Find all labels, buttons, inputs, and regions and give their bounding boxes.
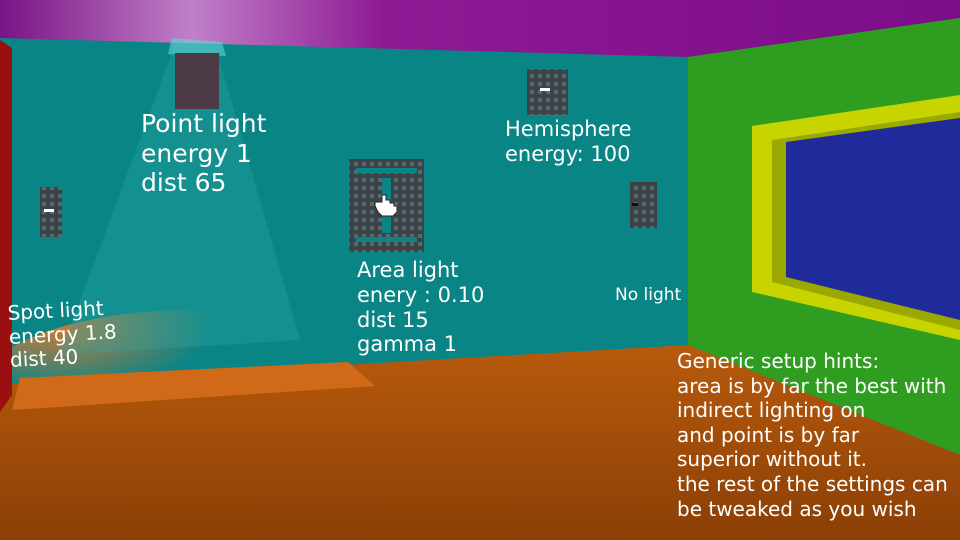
point-light-label: Point light energy 1 dist 65 (141, 109, 266, 198)
point-light-fixture (175, 53, 219, 109)
window-glass (786, 118, 960, 320)
area-light-gamma: gamma 1 (357, 332, 458, 357)
hemisphere-light-title: Hemisphere (505, 117, 632, 141)
no-light-label: No light (615, 285, 681, 305)
hemisphere-light-energy: energy: 100 (505, 141, 631, 166)
hints-line: indirect lighting on (677, 398, 866, 423)
area-light-title: Area light (357, 258, 459, 282)
hints-line: Generic setup hints: (677, 349, 880, 373)
left-wall (0, 40, 12, 412)
point-light-energy: energy 1 (141, 138, 252, 168)
hemisphere-light-label: Hemisphere energy: 100 (505, 117, 632, 167)
setup-hints-text: Generic setup hints: area is by far the … (677, 349, 948, 521)
area-light-label: Area light enery : 0.10 dist 15 gamma 1 (357, 258, 484, 357)
hemisphere-light-fixture (527, 69, 568, 115)
back-wall (0, 38, 688, 385)
no-light-fixture (630, 182, 657, 228)
hints-line: the rest of the settings can (677, 471, 948, 496)
hints-line: area is by far the best with (677, 373, 947, 398)
floor-light-glow (0, 310, 410, 490)
point-light-dist: dist 65 (141, 168, 227, 197)
hints-line: be tweaked as you wish (677, 496, 917, 521)
ceiling (0, 0, 960, 57)
hints-line: and point is by far (677, 422, 860, 447)
spot-light-fixture (40, 187, 62, 237)
hints-line: superior without it. (677, 447, 867, 472)
hand-pointer-icon (374, 194, 398, 217)
no-light-title: No light (615, 285, 682, 305)
point-light-cone (60, 42, 300, 355)
point-light-halo (168, 38, 226, 56)
area-light-dist: dist 15 (357, 307, 429, 332)
spot-light-label: Spot light energy 1.8 dist 40 (7, 296, 118, 372)
spot-floor-patch (12, 362, 375, 410)
area-light-energy: enery : 0.10 (357, 282, 485, 307)
point-light-title: Point light (141, 109, 267, 138)
